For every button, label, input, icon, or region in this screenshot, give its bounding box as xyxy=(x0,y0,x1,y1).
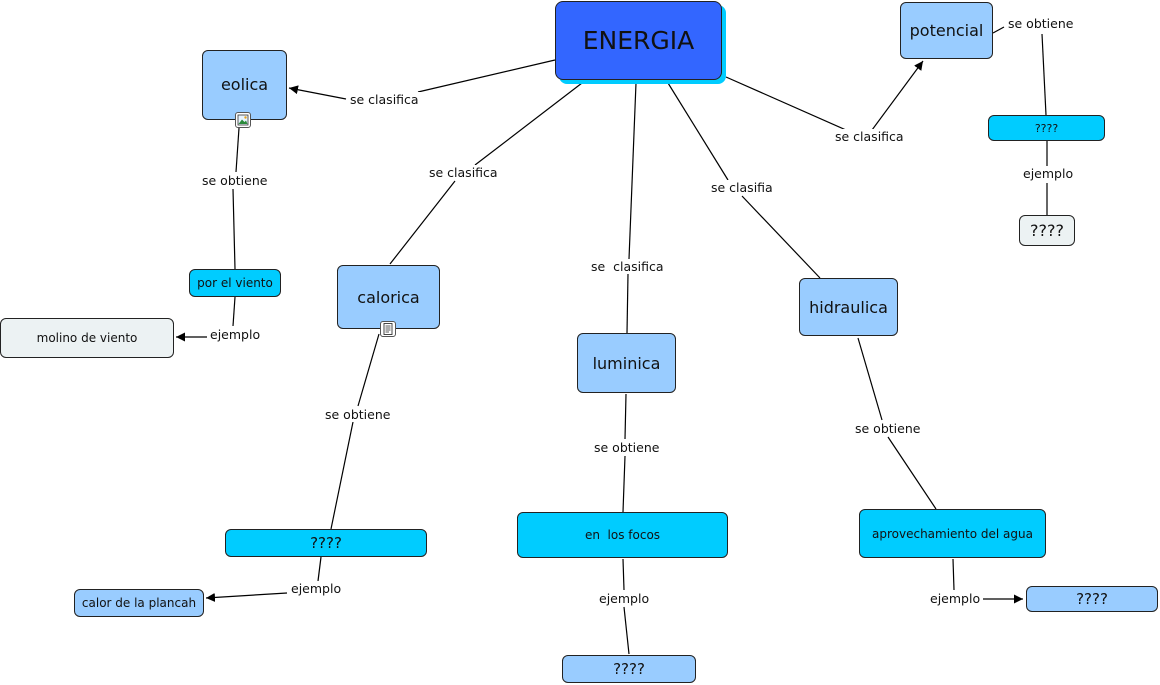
concept-por-el-viento[interactable]: por el viento xyxy=(189,269,281,297)
concept-calor-plancha-label: calor de la plancah xyxy=(81,596,197,610)
line-energia-calorica-b xyxy=(389,180,456,265)
concept-hidraulica-ejemplo-label: ???? xyxy=(1076,590,1108,608)
line-hidraulica-obtiene-b xyxy=(887,436,937,510)
concept-potencial[interactable]: potencial xyxy=(900,2,993,59)
line-viento-ejemplo xyxy=(232,296,236,327)
concept-molino-label: molino de viento xyxy=(36,331,138,345)
line-energia-luminica-a xyxy=(628,82,637,260)
document-icon[interactable] xyxy=(380,321,396,337)
line-energia-potencial-a xyxy=(725,76,847,131)
concept-eolica-label: eolica xyxy=(220,75,269,94)
concept-luminica-ejemplo[interactable]: ???? xyxy=(562,655,696,683)
concept-potencial-label: potencial xyxy=(909,21,984,40)
line-eolica-obtiene-a xyxy=(235,127,240,173)
link-potencial-obtiene[interactable]: se obtiene xyxy=(1006,16,1076,31)
concept-eolica[interactable]: eolica xyxy=(202,50,287,120)
line-energia-potencial-b xyxy=(871,60,924,131)
link-calorica-obtiene[interactable]: se obtiene xyxy=(323,407,393,422)
concept-luminica[interactable]: luminica xyxy=(577,333,676,393)
concept-por-el-viento-label: por el viento xyxy=(197,276,273,290)
line-calorica-obtiene-b xyxy=(330,421,354,530)
line-hidraulica-ejemplo-a xyxy=(952,558,955,591)
link-luminica-obtiene[interactable]: se obtiene xyxy=(592,440,662,455)
concept-calorica-obtiene-label: ???? xyxy=(310,534,342,552)
line-hidraulica-obtiene-a xyxy=(857,337,883,421)
concept-potencial-obtiene[interactable]: ???? xyxy=(988,115,1105,141)
link-calorica-ejemplo[interactable]: ejemplo xyxy=(289,581,344,596)
concept-luminica-ejemplo-label: ???? xyxy=(613,660,645,678)
link-eolica-obtiene[interactable]: se obtiene xyxy=(200,173,270,188)
concept-potencial-obtiene-label: ???? xyxy=(1034,121,1059,135)
line-luminica-obtiene-b xyxy=(622,455,626,513)
link-luminica-ejemplo[interactable]: ejemplo xyxy=(597,591,652,606)
line-luminica-ejemplo-a xyxy=(622,558,625,591)
line-potencial-obtiene-a xyxy=(992,26,1005,34)
line-calorica-ejemplo-b xyxy=(205,592,288,602)
concept-potencial-ejemplo[interactable]: ???? xyxy=(1019,215,1075,246)
concept-en-los-focos[interactable]: en los focos xyxy=(517,512,728,558)
concept-aprovechamiento[interactable]: aprovechamiento del agua xyxy=(859,509,1046,558)
concept-calor-plancha[interactable]: calor de la plancah xyxy=(74,589,204,617)
image-icon[interactable] xyxy=(235,112,251,128)
concept-calorica-label: calorica xyxy=(357,287,420,307)
link-hidraulica-ejemplo[interactable]: ejemplo xyxy=(928,591,983,606)
link-energia-luminica[interactable]: se clasifica xyxy=(589,259,666,274)
concept-calorica[interactable]: calorica xyxy=(337,265,440,329)
line-eolica-obtiene-b xyxy=(232,188,236,270)
line-luminica-ejemplo-b xyxy=(623,606,630,655)
line-energia-calorica-a xyxy=(474,82,583,166)
line-energia-eolica xyxy=(417,59,556,93)
concept-energia-label: ENERGIA xyxy=(582,26,695,55)
link-energia-calorica[interactable]: se clasifica xyxy=(427,165,500,180)
concept-hidraulica[interactable]: hidraulica xyxy=(799,278,898,336)
line-energia-luminica-b xyxy=(626,273,629,334)
link-energia-hidraulica[interactable]: se clasifia xyxy=(709,180,775,195)
concept-calorica-obtiene[interactable]: ???? xyxy=(225,529,427,557)
line-energia-hidraulica-a xyxy=(667,82,729,181)
link-viento-ejemplo[interactable]: ejemplo xyxy=(208,327,263,342)
concept-energia[interactable]: ENERGIA xyxy=(555,1,722,80)
line-calorica-ejemplo-a xyxy=(317,556,322,582)
link-energia-potencial[interactable]: se clasifica xyxy=(833,129,906,144)
link-energia-eolica[interactable]: se clasifica xyxy=(348,92,421,107)
line-eolica-arrow xyxy=(288,85,347,100)
line-potencial-obtiene-b xyxy=(1041,33,1047,116)
concept-luminica-label: luminica xyxy=(592,353,661,373)
link-potencial-ejemplo[interactable]: ejemplo xyxy=(1021,166,1076,181)
concept-potencial-ejemplo-label: ???? xyxy=(1030,221,1064,240)
concept-hidraulica-ejemplo[interactable]: ???? xyxy=(1026,586,1158,612)
concept-hidraulica-label: hidraulica xyxy=(809,297,888,317)
line-energia-hidraulica-b xyxy=(741,195,821,279)
line-calorica-obtiene-a xyxy=(357,333,380,407)
line-luminica-obtiene-a xyxy=(624,393,627,440)
link-hidraulica-obtiene[interactable]: se obtiene xyxy=(853,421,923,436)
concept-aprovechamiento-label: aprovechamiento del agua xyxy=(872,526,1033,541)
concept-molino-de-viento[interactable]: molino de viento xyxy=(0,318,174,358)
concept-en-los-focos-label: en los focos xyxy=(584,528,661,542)
